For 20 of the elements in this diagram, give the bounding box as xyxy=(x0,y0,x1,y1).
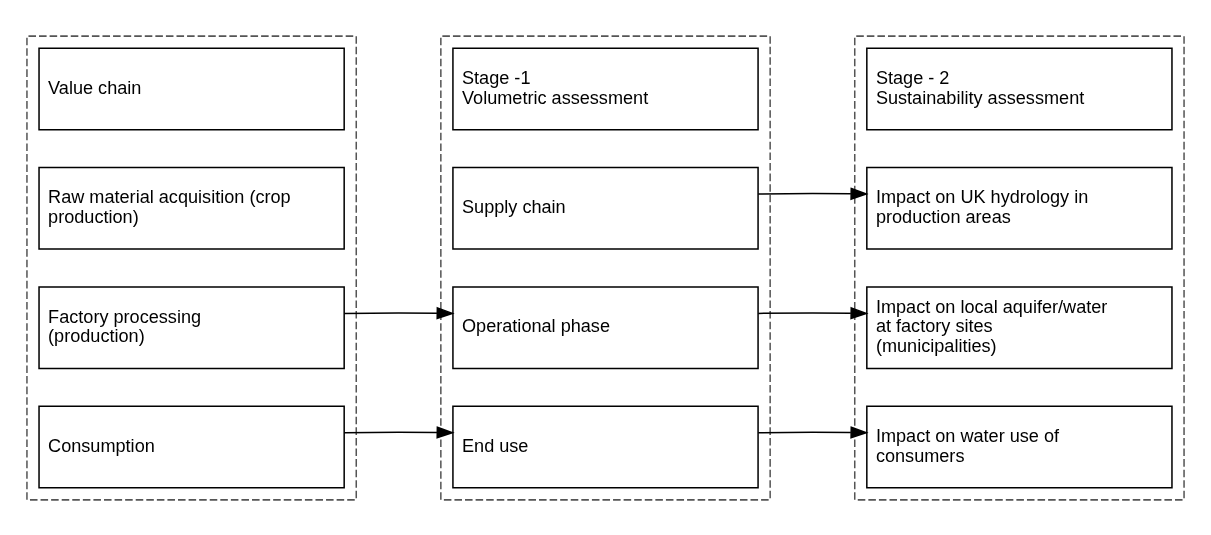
node-box: Impact on UK hydrology in production areas xyxy=(866,166,1173,250)
arrow xyxy=(343,425,455,439)
node-box: Factory processing (production) xyxy=(38,285,345,369)
node-box: Stage -1 Volumetric assessment xyxy=(452,46,759,131)
node-box: Supply chain xyxy=(452,166,759,250)
cluster xyxy=(440,34,771,501)
node-box: Raw material acquisition (crop production) xyxy=(38,166,345,250)
node-box: Impact on water use of consumers xyxy=(866,404,1173,489)
node-box: Stage - 2 Sustainability assessment xyxy=(866,46,1173,131)
node-box: Operational phase xyxy=(452,285,759,369)
arrow xyxy=(757,306,869,320)
node-box: Consumption xyxy=(38,404,345,489)
arrow xyxy=(757,425,869,439)
cluster xyxy=(26,34,357,501)
node-box: Impact on local aquifer/water at factory sites (municipalities) xyxy=(866,285,1173,369)
arrow xyxy=(757,187,869,200)
cluster xyxy=(854,34,1185,501)
arrow xyxy=(343,306,455,320)
node-box: Value chain xyxy=(38,46,345,131)
node-box: End use xyxy=(452,404,759,489)
